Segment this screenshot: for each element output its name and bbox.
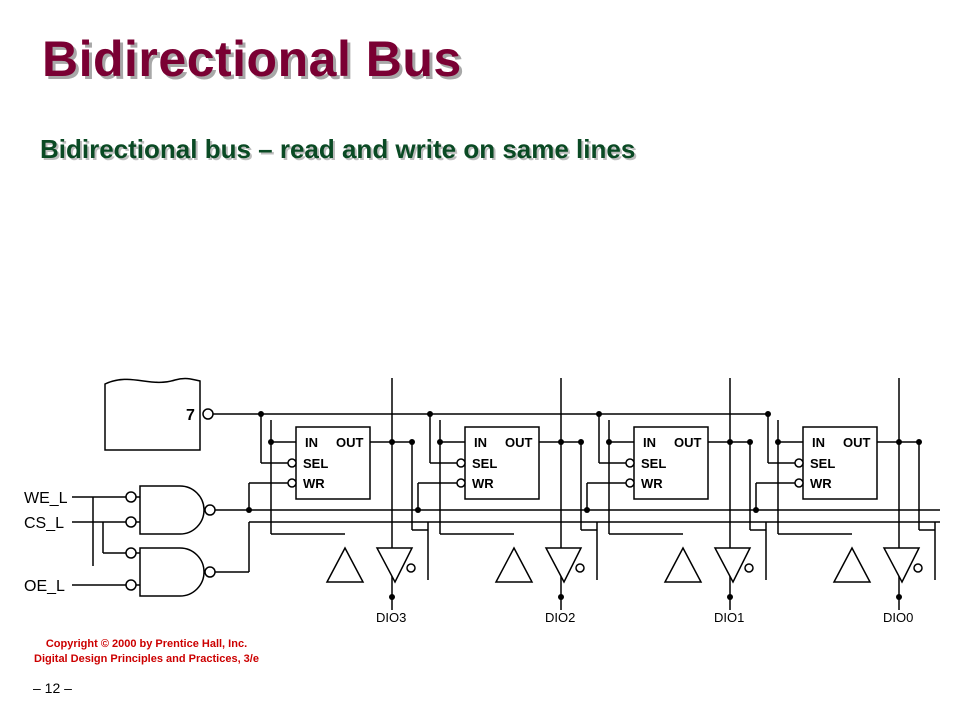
cell-out-label: OUT: [674, 435, 702, 450]
junction-dot: [268, 439, 274, 445]
junction-dot: [896, 439, 902, 445]
junction-dot: [753, 507, 759, 513]
wr-bubble: [456, 478, 466, 488]
wr-bubble: [287, 478, 297, 488]
cs-input-label: CS_L: [24, 515, 64, 532]
oe-input-label: OE_L: [24, 578, 65, 595]
junction-dot: [258, 411, 264, 417]
junction-dot: [747, 439, 753, 445]
output-enable-bubble: [744, 563, 754, 573]
memory-cell-dio0: IN OUT SEL WR DIO0: [753, 378, 936, 625]
output-nand-bubble: [204, 566, 216, 578]
junction-dot: [578, 439, 584, 445]
data-line-label: DIO1: [714, 610, 744, 625]
wr-bubble: [625, 478, 635, 488]
junction-dot: [558, 439, 564, 445]
cell-sel-label: SEL: [641, 456, 666, 471]
sel-bubble: [794, 458, 804, 468]
cell-out-label: OUT: [336, 435, 364, 450]
junction-dot: [427, 411, 433, 417]
junction-dot: [584, 507, 590, 513]
cell-in-label: IN: [643, 435, 656, 450]
cell-in-label: IN: [474, 435, 487, 450]
decoder-box: [104, 377, 201, 451]
decoder-output-label: 7: [186, 407, 195, 424]
memory-cell-dio1: IN OUT SEL WR DIO1: [584, 378, 767, 625]
write-nand-gate: [139, 485, 205, 535]
junction-dot: [727, 594, 733, 600]
junction-dot: [765, 411, 771, 417]
junction-dot: [896, 594, 902, 600]
output-enable-bubble: [913, 563, 923, 573]
cell-sel-label: SEL: [810, 456, 835, 471]
cell-box: [633, 426, 709, 500]
junction-dot: [596, 411, 602, 417]
junction-dot: [246, 507, 252, 513]
memory-cell-dio3: IN OUT SEL WR DIO3: [246, 378, 429, 625]
slide-subtitle: Bidirectional bus – read and write on sa…: [40, 134, 636, 164]
junction-dot: [415, 507, 421, 513]
page-number: – 12 –: [33, 680, 72, 696]
output-tristate-buffer: [713, 547, 752, 584]
output-tristate-buffer: [375, 547, 414, 584]
data-line-label: DIO2: [545, 610, 575, 625]
cell-out-label: OUT: [505, 435, 533, 450]
copyright-notice: Copyright © 2000 by Prentice Hall, Inc. …: [34, 637, 259, 667]
junction-dot: [389, 594, 395, 600]
cell-out-label: OUT: [843, 435, 871, 450]
cell-wr-label: WR: [641, 476, 663, 491]
wr-bubble: [794, 478, 804, 488]
cell-in-label: IN: [812, 435, 825, 450]
cell-sel-label: SEL: [303, 456, 328, 471]
input-buffer: [325, 546, 365, 583]
memory-cell-dio2: IN OUT SEL WR DIO2: [415, 378, 598, 625]
output-tristate-buffer: [544, 547, 583, 584]
input-buffer: [663, 546, 703, 583]
junction-dot: [558, 594, 564, 600]
junction-dot: [775, 439, 781, 445]
slide-title: Bidirectional Bus: [42, 31, 462, 87]
sel-bubble: [287, 458, 297, 468]
cell-sel-label: SEL: [472, 456, 497, 471]
data-line-label: DIO0: [883, 610, 913, 625]
cell-wr-label: WR: [810, 476, 832, 491]
copyright-line-1: Copyright © 2000 by Prentice Hall, Inc.: [45, 638, 248, 650]
write-nand-bubble: [204, 504, 216, 516]
output-tristate-buffer: [882, 547, 921, 584]
output-nand-gate: [139, 547, 205, 597]
output-enable-bubble: [406, 563, 416, 573]
junction-dot: [916, 439, 922, 445]
copyright-line-2: Digital Design Principles and Practices,…: [34, 653, 259, 665]
cell-box: [295, 426, 371, 500]
decoder-output-bubble: [202, 408, 214, 420]
junction-dot: [727, 439, 733, 445]
cell-wr-label: WR: [472, 476, 494, 491]
data-line-label: DIO3: [376, 610, 406, 625]
input-buffer: [494, 546, 534, 583]
junction-dot: [606, 439, 612, 445]
cell-in-label: IN: [305, 435, 318, 450]
junction-dot: [389, 439, 395, 445]
sel-bubble: [456, 458, 466, 468]
sel-bubble: [625, 458, 635, 468]
cell-box: [802, 426, 878, 500]
cell-wr-label: WR: [303, 476, 325, 491]
we-input-label: WE_L: [24, 490, 68, 507]
junction-dot: [409, 439, 415, 445]
input-buffer: [832, 546, 872, 583]
output-enable-bubble: [575, 563, 585, 573]
junction-dot: [437, 439, 443, 445]
